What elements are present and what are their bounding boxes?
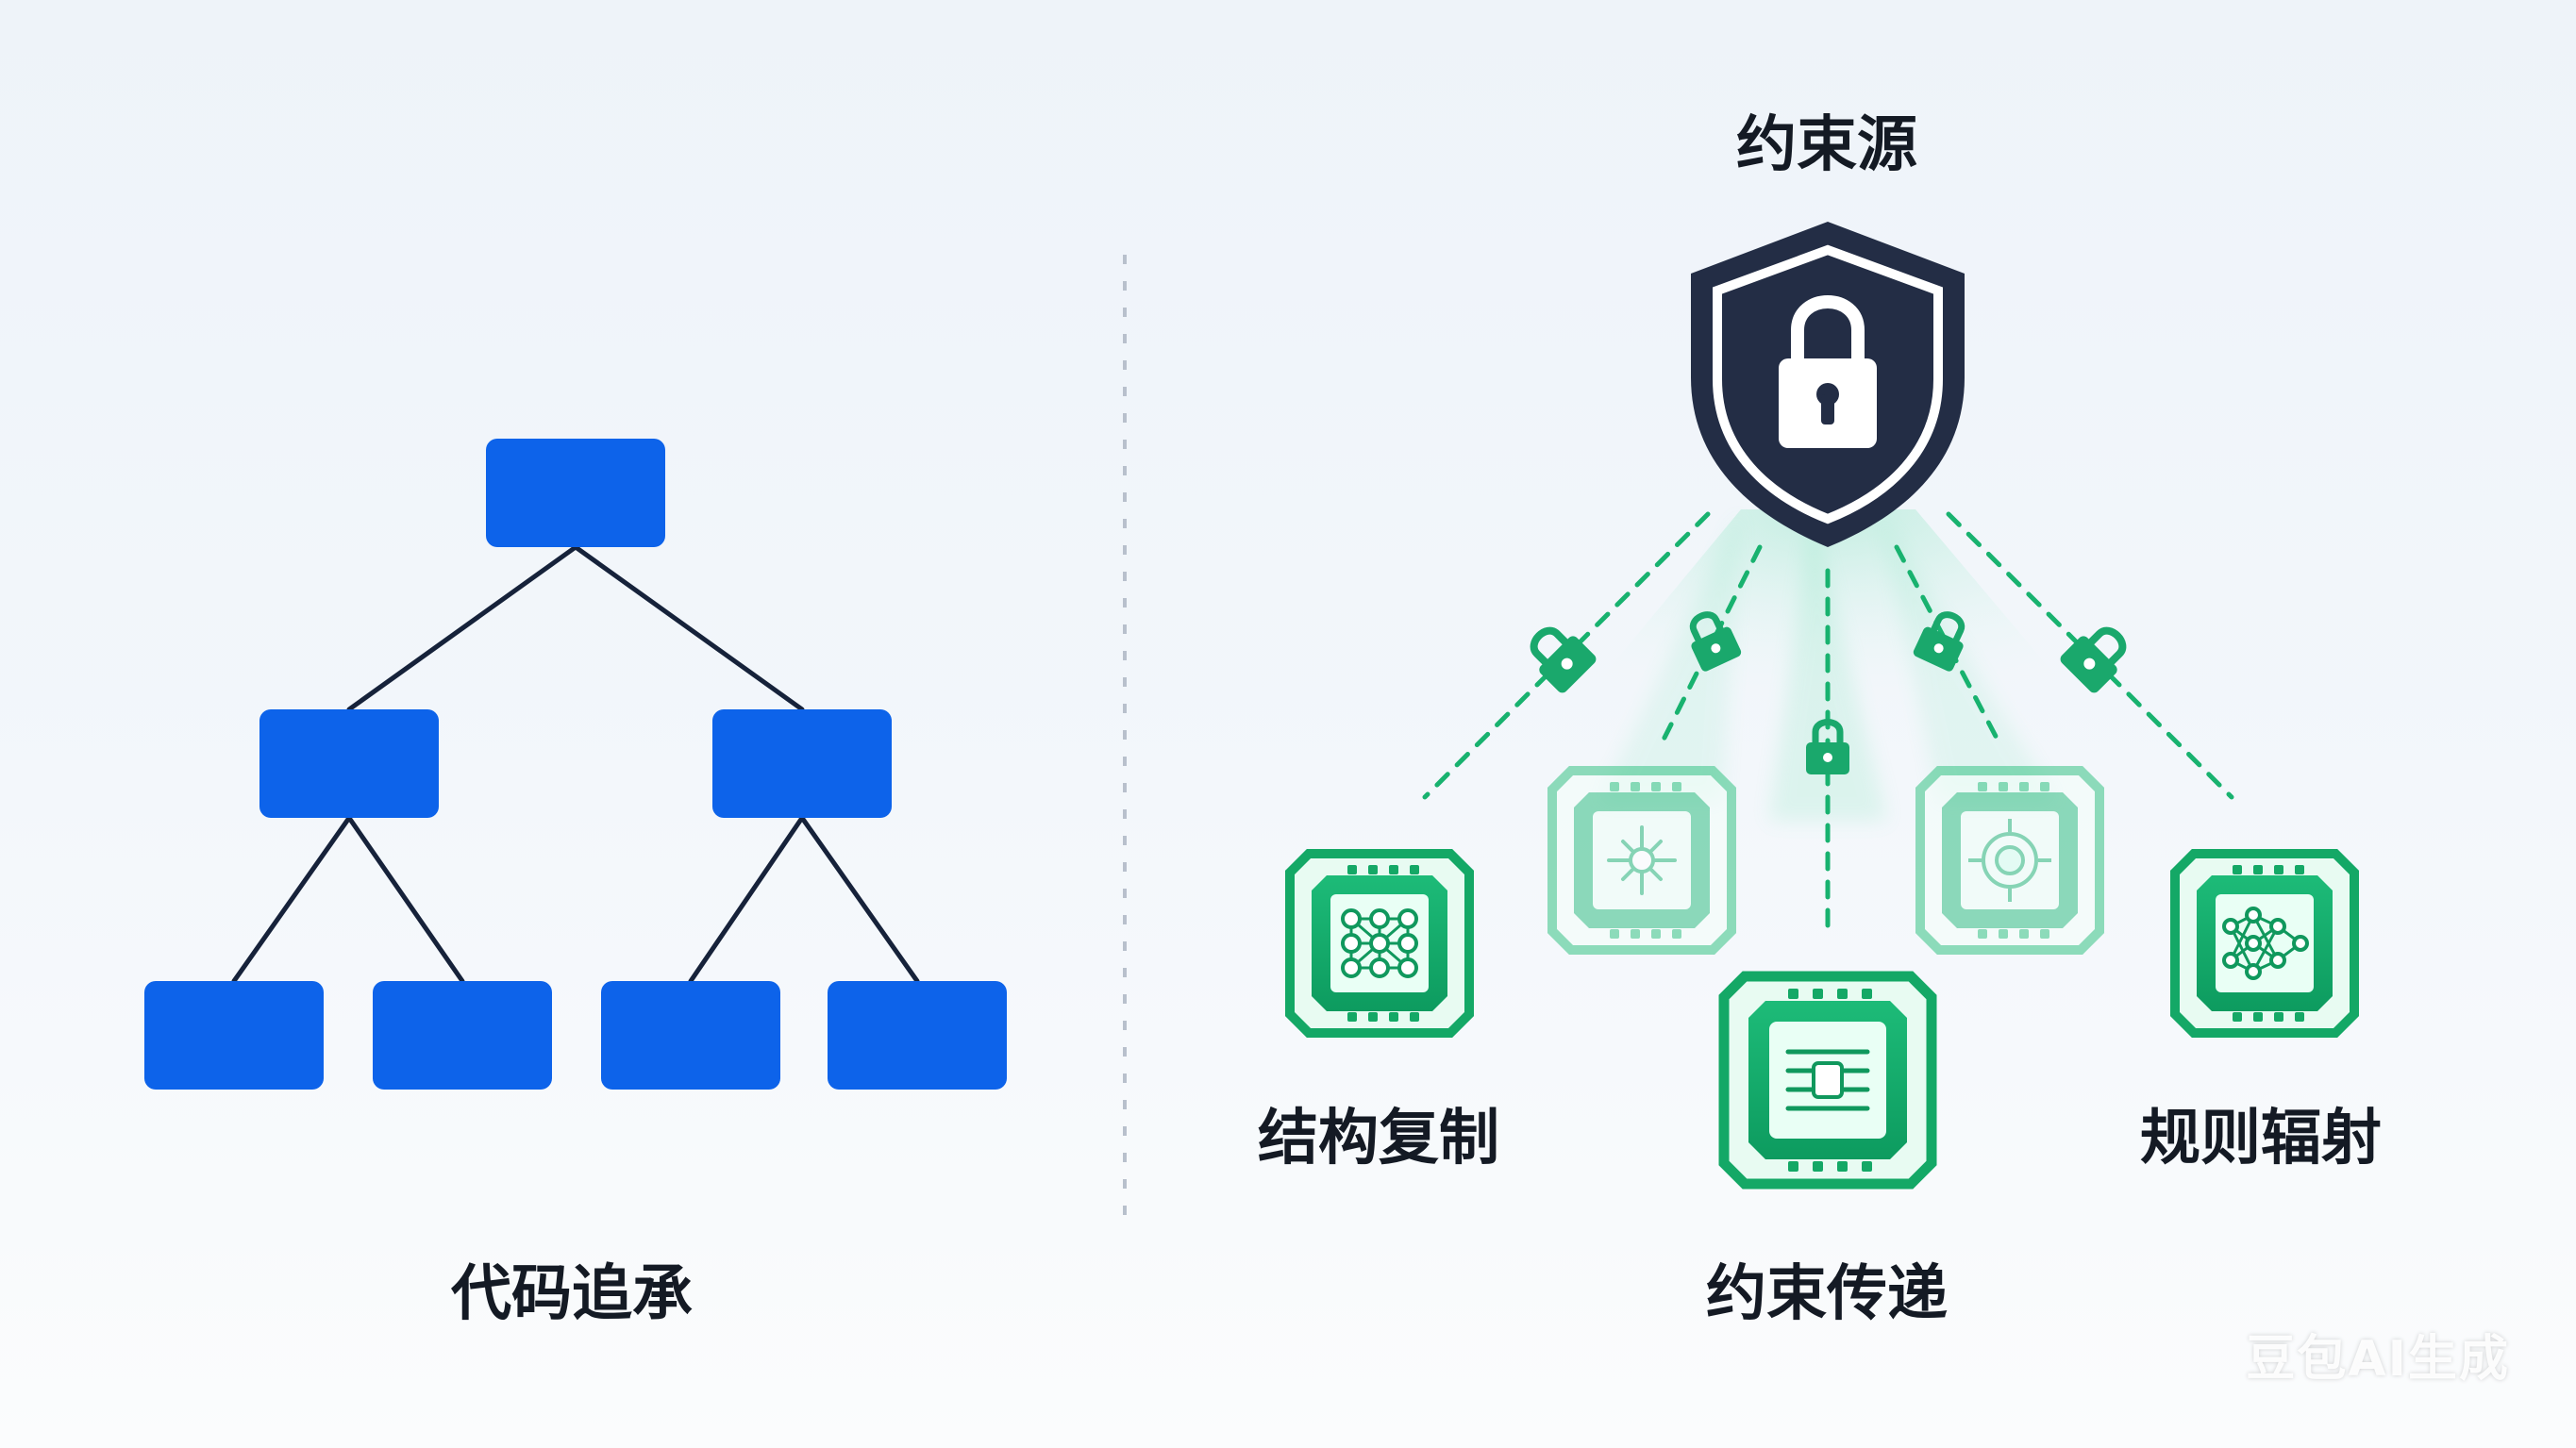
tree-edge-3 <box>231 815 352 984</box>
tree-leaf-node-3 <box>601 981 780 1090</box>
tree-edge-5 <box>688 815 805 984</box>
rule-radiation-label: 规则辐射 <box>2140 1104 2382 1173</box>
left-caption: 代码追承 <box>451 1259 693 1329</box>
tree-leaf-node-2 <box>373 981 552 1090</box>
faded-core-chip-icon <box>1915 766 2104 955</box>
code-inheritance-tree <box>144 439 1007 1090</box>
tree-node-level-2-right <box>712 709 892 818</box>
tree-edge-4 <box>346 815 465 984</box>
constraint-source-label: 约束源 <box>1736 110 1917 180</box>
tree-connectors <box>231 544 920 984</box>
structure-copy-chip-icon <box>1285 849 1474 1038</box>
rule-radiation-chip-icon <box>2170 849 2359 1038</box>
watermark: 豆包AI生成 <box>2246 1331 2510 1388</box>
constraint-transfer-label: 约束传递 <box>1706 1259 1948 1329</box>
connector-lock-5-icon <box>2060 626 2127 693</box>
tree-leaf-node-4 <box>828 981 1007 1090</box>
constraint-transfer-chip-icon <box>1718 971 1937 1190</box>
connector-lock-3-icon <box>1806 719 1849 774</box>
shield-lock-icon <box>1691 222 1965 547</box>
tree-root-node <box>486 439 665 547</box>
tree-leaf-node-1 <box>144 981 324 1090</box>
connector-lock-1-icon <box>1530 626 1597 693</box>
tree-node-level-2-left <box>259 709 439 818</box>
connector-lock-2-icon <box>1689 611 1742 672</box>
connector-lock-4-icon <box>1913 611 1965 672</box>
tree-edge-1 <box>346 544 578 712</box>
tree-edge-6 <box>799 815 920 984</box>
tree-edge-2 <box>573 544 805 712</box>
constraint-connectors <box>1422 511 2234 941</box>
structure-copy-label: 结构复制 <box>1258 1104 1499 1173</box>
tree-node-group <box>144 439 1007 1090</box>
faded-flow-chip-icon <box>1547 766 1736 955</box>
